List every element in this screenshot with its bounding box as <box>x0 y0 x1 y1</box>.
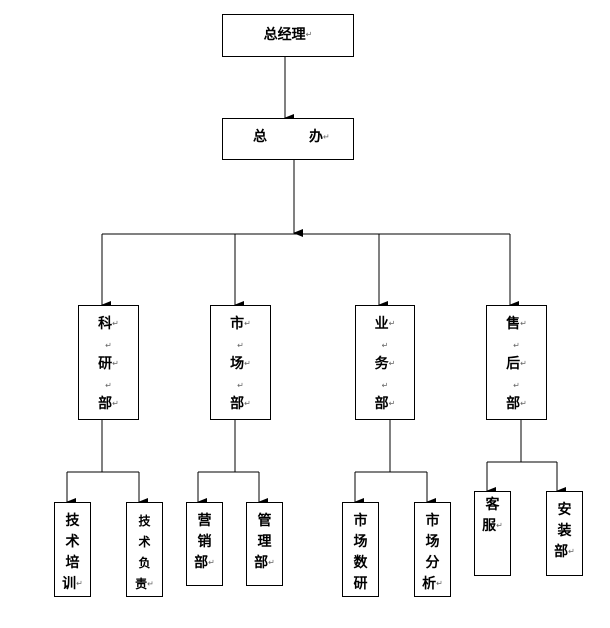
return-mark: ↵ <box>496 521 503 530</box>
sub-char: 技 <box>138 514 151 528</box>
sub-char: 服 <box>482 518 497 534</box>
dept-char: 部 <box>506 396 521 412</box>
sub-box-yingxiao: 营 销 部↵ <box>186 502 223 586</box>
dept-char: 研 <box>98 356 113 372</box>
sub-char: 术 <box>65 534 80 550</box>
return-mark: ↵ <box>112 359 119 368</box>
department-box-shichang: 市↵ ↵ 场↵ ↵ 部↵ <box>210 305 271 420</box>
sub-char: 部 <box>194 555 209 571</box>
sub-char: 管 <box>257 513 272 529</box>
sub-char: 负 <box>138 556 151 570</box>
return-mark: ↵ <box>76 579 83 588</box>
return-mark: ↵ <box>513 341 520 350</box>
dept-char: 业 <box>374 316 389 332</box>
return-mark: ↵ <box>112 319 119 328</box>
return-mark: ↵ <box>268 558 275 567</box>
sub-char: 术 <box>138 535 151 549</box>
dept-char: 后 <box>506 356 521 372</box>
sub-char: 场 <box>425 534 440 550</box>
dept-char: 科 <box>98 316 113 332</box>
return-mark: ↵ <box>112 399 119 408</box>
dept-char: 务 <box>374 356 389 372</box>
dept-char: 市 <box>230 316 245 332</box>
office-box: 总 办↵ <box>222 118 354 160</box>
root-box: 总经理↵ <box>222 14 354 57</box>
sub-char: 分 <box>425 555 440 571</box>
return-mark: ↵ <box>208 558 215 567</box>
return-mark: ↵ <box>105 341 112 350</box>
sub-char: 析 <box>422 576 437 592</box>
return-mark: ↵ <box>381 341 389 350</box>
return-mark: ↵ <box>436 579 443 588</box>
sub-char: 部 <box>254 555 269 571</box>
sub-char: 市 <box>353 513 368 529</box>
return-mark: ↵ <box>105 381 112 390</box>
return-mark: ↵ <box>388 359 396 368</box>
sub-char: 部 <box>554 544 569 560</box>
sub-char: 安 <box>557 502 572 518</box>
return-mark: ↵ <box>381 381 389 390</box>
sub-char: 市 <box>425 513 440 529</box>
return-mark: ↵ <box>244 319 251 328</box>
sub-char: 数 <box>353 555 368 571</box>
department-box-yewu: 业↵ ↵ 务↵ ↵ 部↵ <box>355 305 415 420</box>
sub-box-guanli: 管 理 部↵ <box>246 502 283 586</box>
sub-char: 理 <box>257 534 272 550</box>
sub-char: 技 <box>65 513 80 529</box>
sub-box-anzhuang: 安 装 部↵ <box>546 491 583 576</box>
department-box-shouhou: 售↵ ↵ 后↵ ↵ 部↵ <box>486 305 547 420</box>
sub-char: 研 <box>353 576 368 592</box>
office-label-left: 总 <box>253 129 267 145</box>
return-mark: ↵ <box>388 319 396 328</box>
return-mark: ↵ <box>323 132 330 142</box>
sub-box-shichang-fenxi: 市 场 分 析↵ <box>414 502 451 597</box>
sub-char: 培 <box>65 555 80 571</box>
dept-char: 部 <box>98 396 113 412</box>
root-label: 总经理 <box>263 27 306 43</box>
sub-box-kefu: 客 服↵ <box>474 491 511 576</box>
return-mark: ↵ <box>388 399 396 408</box>
dept-char: 部 <box>374 396 389 412</box>
return-mark: ↵ <box>244 399 251 408</box>
department-box-keyan: 科↵ ↵ 研↵ ↵ 部↵ <box>78 305 139 420</box>
dept-char: 场 <box>230 356 245 372</box>
return-mark: ↵ <box>520 319 527 328</box>
sub-char: 训 <box>62 576 77 592</box>
sub-char: 客 <box>485 497 500 513</box>
sub-box-jishu-fuze: 技 术 负 责↵ <box>126 502 163 597</box>
sub-char: 场 <box>353 534 368 550</box>
return-mark: ↵ <box>305 30 313 39</box>
return-mark: ↵ <box>520 359 527 368</box>
return-mark: ↵ <box>147 579 154 589</box>
sub-char: 责 <box>135 577 148 591</box>
sub-char: 装 <box>557 523 572 539</box>
return-mark: ↵ <box>520 399 527 408</box>
sub-box-jishu-peixun: 技 术 培 训↵ <box>54 502 91 597</box>
dept-char: 部 <box>230 396 245 412</box>
sub-char: 营 <box>197 513 212 529</box>
return-mark: ↵ <box>513 381 520 390</box>
return-mark: ↵ <box>237 341 244 350</box>
return-mark: ↵ <box>568 547 575 556</box>
dept-char: 售 <box>506 316 521 332</box>
return-mark: ↵ <box>237 381 244 390</box>
return-mark: ↵ <box>244 359 251 368</box>
sub-box-shichang-shuyan: 市 场 数 研 <box>342 502 379 597</box>
sub-char: 销 <box>197 534 212 550</box>
office-label-right: 办 <box>309 129 323 145</box>
